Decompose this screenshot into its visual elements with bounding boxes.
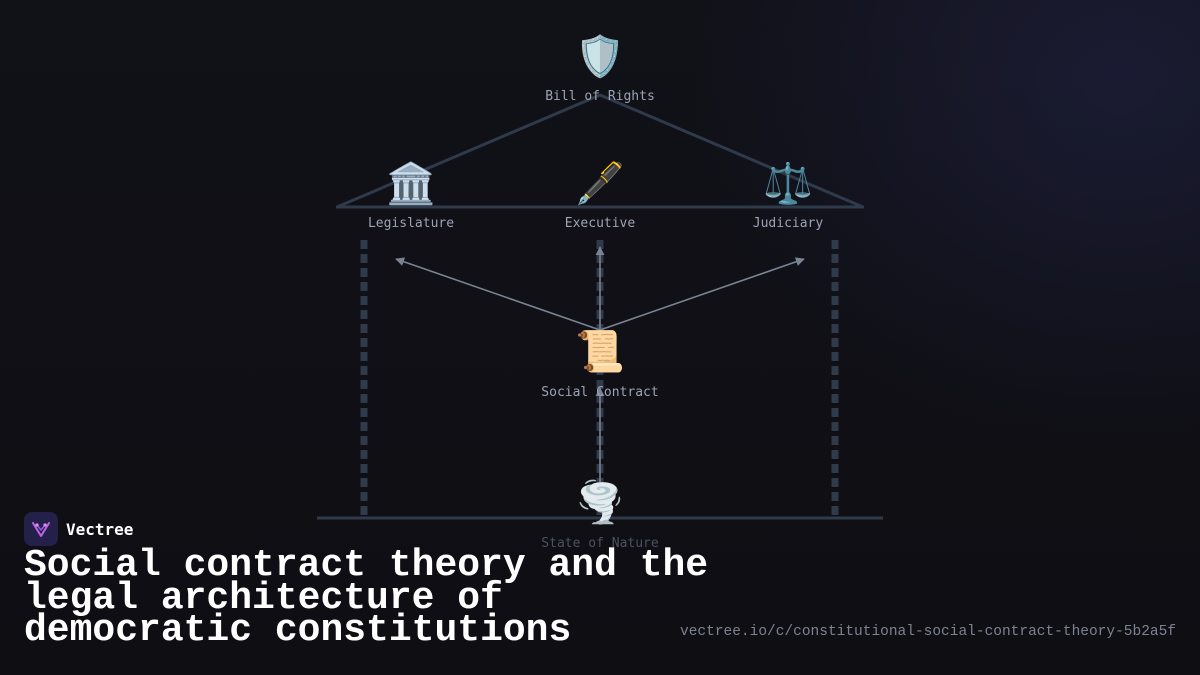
node-executive: 🖋️ Executive bbox=[565, 160, 636, 231]
balance-scale-icon: ⚖️ bbox=[763, 160, 813, 207]
node-label-legislature: Legislature bbox=[368, 216, 454, 231]
node-label-executive: Executive bbox=[565, 216, 636, 231]
fountain-pen-icon: 🖋️ bbox=[575, 160, 625, 207]
brand-name: Vectree bbox=[66, 519, 134, 539]
node-social-contract: 📜 Social Contract bbox=[541, 329, 658, 400]
node-judiciary: ⚖️ Judiciary bbox=[753, 160, 824, 231]
node-label-judiciary: Judiciary bbox=[753, 216, 824, 231]
node-label-social-contract: Social Contract bbox=[541, 385, 658, 400]
node-legislature: 🏛️ Legislature bbox=[368, 160, 454, 231]
classical-building-icon: 🏛️ bbox=[386, 160, 436, 207]
vectree-logo-icon bbox=[24, 512, 58, 546]
arrow-social-contract-to-judiciary bbox=[599, 257, 805, 331]
tornado-icon: 🌪️ bbox=[575, 478, 625, 526]
brand: Vectree bbox=[24, 512, 133, 546]
node-bill-of-rights: 🛡️ Bill of Rights bbox=[545, 33, 655, 104]
node-label-state-of-nature: State of Nature bbox=[541, 536, 659, 551]
node-label-bill-of-rights: Bill of Rights bbox=[545, 89, 655, 104]
scroll-icon: 📜 bbox=[575, 329, 625, 375]
building-structure bbox=[317, 93, 883, 520]
source-url[interactable]: vectree.io/c/constitutional-social-contr… bbox=[680, 624, 1176, 640]
arrow-social-contract-to-legislature bbox=[395, 257, 601, 331]
roof-pediment bbox=[336, 93, 864, 209]
page-title: Social contract theory and the legal arc… bbox=[24, 544, 709, 652]
shield-icon: 🛡️ bbox=[575, 33, 625, 80]
node-state-of-nature: 🌪️ State of Nature bbox=[541, 478, 659, 551]
edges bbox=[395, 246, 805, 482]
